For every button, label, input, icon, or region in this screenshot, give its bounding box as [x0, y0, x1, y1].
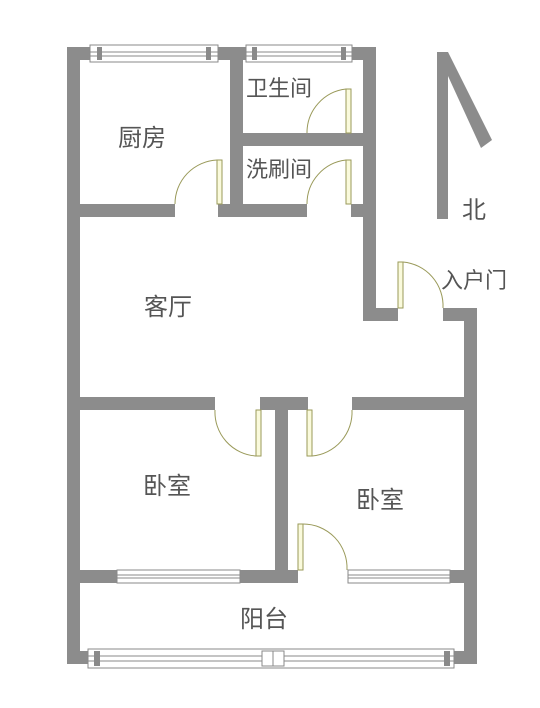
- kitchen-door: [174, 159, 223, 205]
- north-arrow: 北: [437, 52, 492, 224]
- label-entrance: 入户门: [441, 269, 507, 294]
- kitchen-wall-bottom-left: [67, 204, 175, 217]
- balcony-door: [297, 523, 348, 571]
- north-arrow-head: [437, 52, 492, 148]
- kitchen-wall-right: [230, 47, 243, 217]
- bedroom-divider: [275, 397, 288, 583]
- kitchen-window: [89, 44, 219, 63]
- label-kitchen: 厨房: [118, 124, 166, 152]
- north-arrow-stem: [437, 52, 448, 219]
- bedroom-right-door: [306, 409, 353, 457]
- bedroom-right-window: [347, 569, 451, 584]
- label-washroom: 洗刷间: [246, 158, 312, 183]
- washroom-wall-bottom-right: [351, 204, 376, 217]
- toilet-door: [306, 88, 352, 134]
- balcony-wall-left: [67, 570, 117, 583]
- label-living-room: 客厅: [144, 293, 192, 321]
- bedroom-wall-top-left: [67, 397, 215, 410]
- bedroom-left-door: [214, 409, 262, 457]
- entrance-wall: [363, 308, 398, 321]
- washroom-wall-bottom: [230, 204, 307, 217]
- doors: [174, 88, 444, 571]
- balcony-window: [87, 648, 455, 669]
- outer-wall-right-lower: [464, 308, 477, 664]
- label-bedroom-right: 卧室: [356, 486, 404, 514]
- washroom-door: [306, 159, 352, 205]
- entrance-door: [397, 261, 444, 309]
- outer-wall-left: [67, 47, 80, 664]
- label-bedroom-left: 卧室: [143, 472, 191, 500]
- label-balcony: 阳台: [240, 605, 288, 633]
- bath-divider: [230, 133, 376, 146]
- balcony-wall-mid: [240, 570, 298, 583]
- north-label: 北: [462, 196, 486, 224]
- toilet-window: [245, 44, 353, 63]
- windows: [87, 44, 455, 669]
- label-toilet: 卫生间: [246, 77, 312, 102]
- bedroom-left-window: [116, 569, 241, 584]
- outer-wall-right-upper: [363, 47, 376, 321]
- bedroom-wall-top-right: [352, 397, 477, 410]
- balcony-wall-right: [450, 570, 477, 583]
